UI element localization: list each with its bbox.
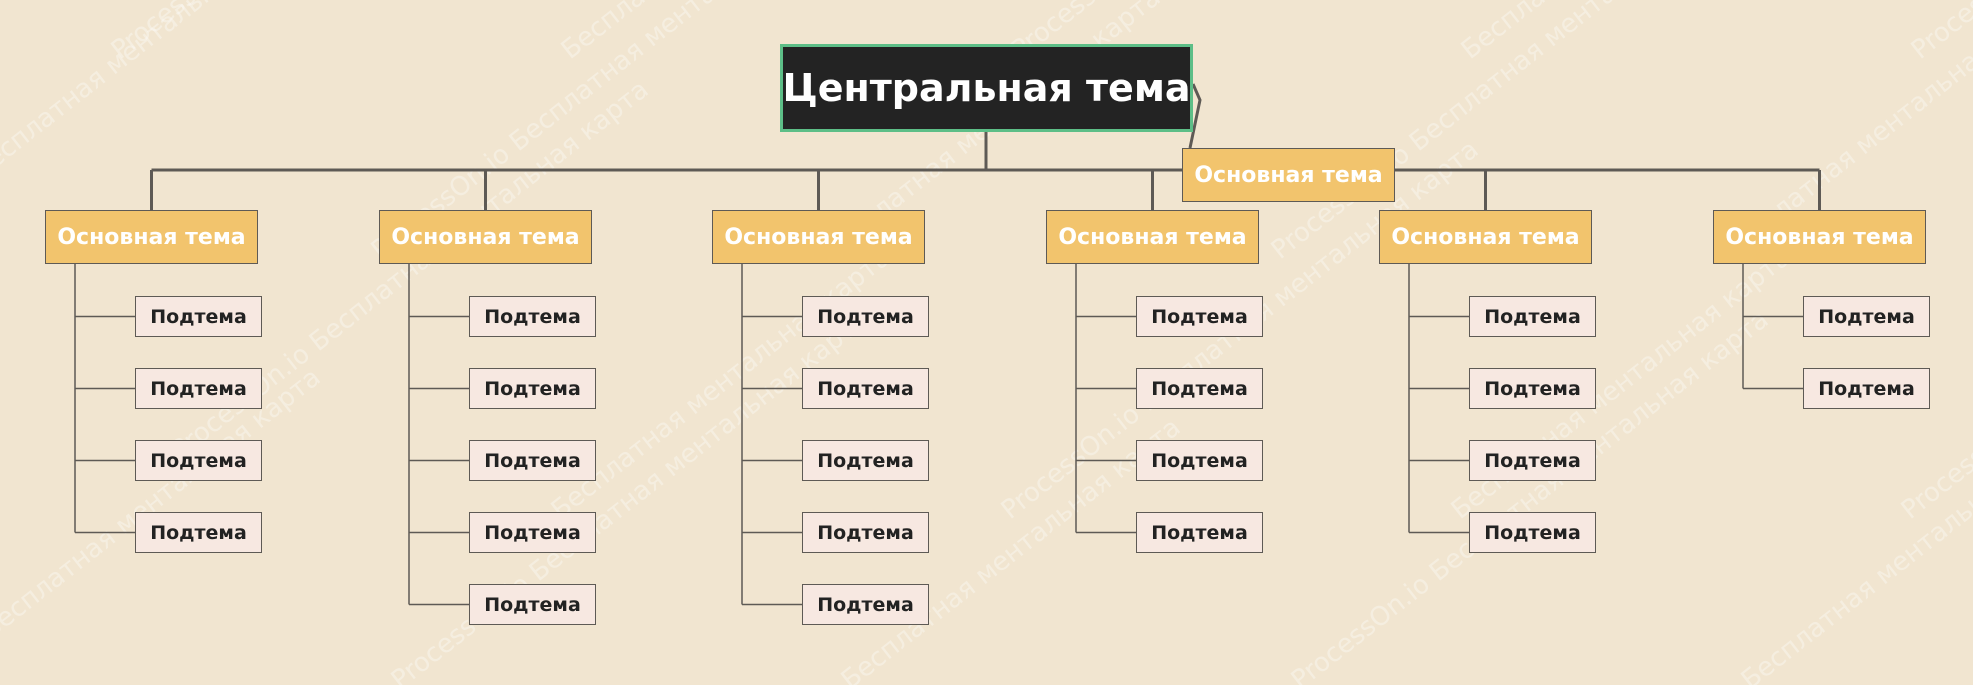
subtopic[interactable]: Подтема bbox=[469, 368, 596, 409]
subtopic[interactable]: Подтема bbox=[802, 512, 929, 553]
main-topic-1[interactable]: Основная тема bbox=[45, 210, 258, 264]
floating-connector bbox=[1188, 83, 1202, 149]
subtopic[interactable]: Подтема bbox=[135, 512, 262, 553]
subtopic[interactable]: Подтема bbox=[135, 296, 262, 337]
subtopic[interactable]: Подтема bbox=[469, 584, 596, 625]
subtopic[interactable]: Подтема bbox=[1469, 440, 1596, 481]
subtopic[interactable]: Подтема bbox=[469, 296, 596, 337]
subtopic[interactable]: Подтема bbox=[1803, 368, 1930, 409]
main-topic-6[interactable]: Основная тема bbox=[1713, 210, 1926, 264]
subtopic[interactable]: Подтема bbox=[1803, 296, 1930, 337]
subtopic[interactable]: Подтема bbox=[1469, 512, 1596, 553]
subtopic[interactable]: Подтема bbox=[802, 368, 929, 409]
subtopic[interactable]: Подтема bbox=[135, 368, 262, 409]
subtopic[interactable]: Подтема bbox=[1469, 296, 1596, 337]
subtopic[interactable]: Подтема bbox=[802, 584, 929, 625]
subtopic[interactable]: Подтема bbox=[1136, 440, 1263, 481]
main-topic-5[interactable]: Основная тема bbox=[1379, 210, 1592, 264]
central-topic[interactable]: Центральная тема bbox=[780, 44, 1193, 132]
main-topic-3[interactable]: Основная тема bbox=[712, 210, 925, 264]
subtopic[interactable]: Подтема bbox=[469, 512, 596, 553]
subtopic[interactable]: Подтема bbox=[1136, 296, 1263, 337]
main-topic-2[interactable]: Основная тема bbox=[379, 210, 592, 264]
subtopic[interactable]: Подтема bbox=[1136, 512, 1263, 553]
subtopic[interactable]: Подтема bbox=[1136, 368, 1263, 409]
subtopic[interactable]: Подтема bbox=[135, 440, 262, 481]
main-topic-4[interactable]: Основная тема bbox=[1046, 210, 1259, 264]
floating-main-topic[interactable]: Основная тема bbox=[1182, 148, 1395, 202]
subtopic[interactable]: Подтема bbox=[802, 440, 929, 481]
subtopic[interactable]: Подтема bbox=[802, 296, 929, 337]
subtopic[interactable]: Подтема bbox=[1469, 368, 1596, 409]
subtopic[interactable]: Подтема bbox=[469, 440, 596, 481]
